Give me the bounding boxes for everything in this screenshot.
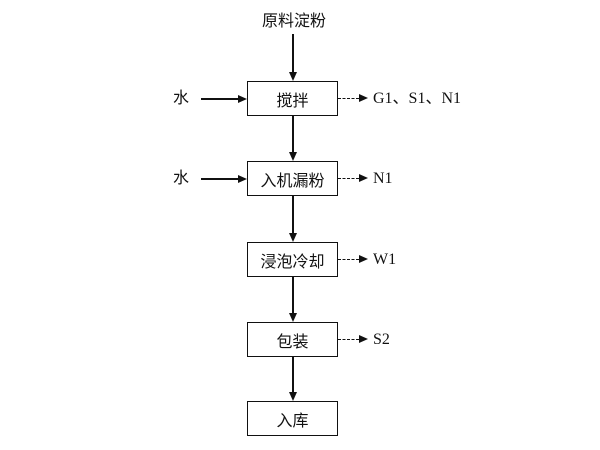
emission-label-soaking-cooling: W1 bbox=[373, 251, 397, 268]
arrow-packaging-to-storage bbox=[292, 357, 294, 392]
emission-label-mixing: G1、S1、N1 bbox=[373, 90, 462, 107]
node-soaking-cooling: 浸泡冷却 bbox=[247, 242, 338, 277]
water-input-label-1: 水 bbox=[173, 90, 190, 107]
source-label: 原料淀粉 bbox=[262, 13, 327, 30]
emission-label-leaking-powder: N1 bbox=[373, 170, 393, 187]
emission-arrow-mixing bbox=[338, 94, 368, 102]
emission-label-packaging: S2 bbox=[373, 331, 390, 348]
water-arrow-to-mixing bbox=[201, 98, 238, 100]
node-leaking-powder: 入机漏粉 bbox=[247, 161, 338, 196]
emission-arrow-leaking-powder bbox=[338, 174, 368, 182]
water-input-label-2: 水 bbox=[173, 170, 190, 187]
node-packaging: 包装 bbox=[247, 322, 338, 357]
water-arrow-to-leaking-powder bbox=[201, 178, 238, 180]
emission-arrow-soaking-cooling bbox=[338, 255, 368, 263]
emission-arrow-packaging bbox=[338, 335, 368, 343]
arrow-mixing-to-leaking-powder bbox=[292, 116, 294, 152]
arrow-source-to-mixing bbox=[292, 34, 294, 72]
arrow-leaking-powder-to-soaking-cooling bbox=[292, 196, 294, 233]
node-mixing: 搅拌 bbox=[247, 81, 338, 116]
arrow-soaking-cooling-to-packaging bbox=[292, 277, 294, 313]
node-storage: 入库 bbox=[247, 401, 338, 436]
